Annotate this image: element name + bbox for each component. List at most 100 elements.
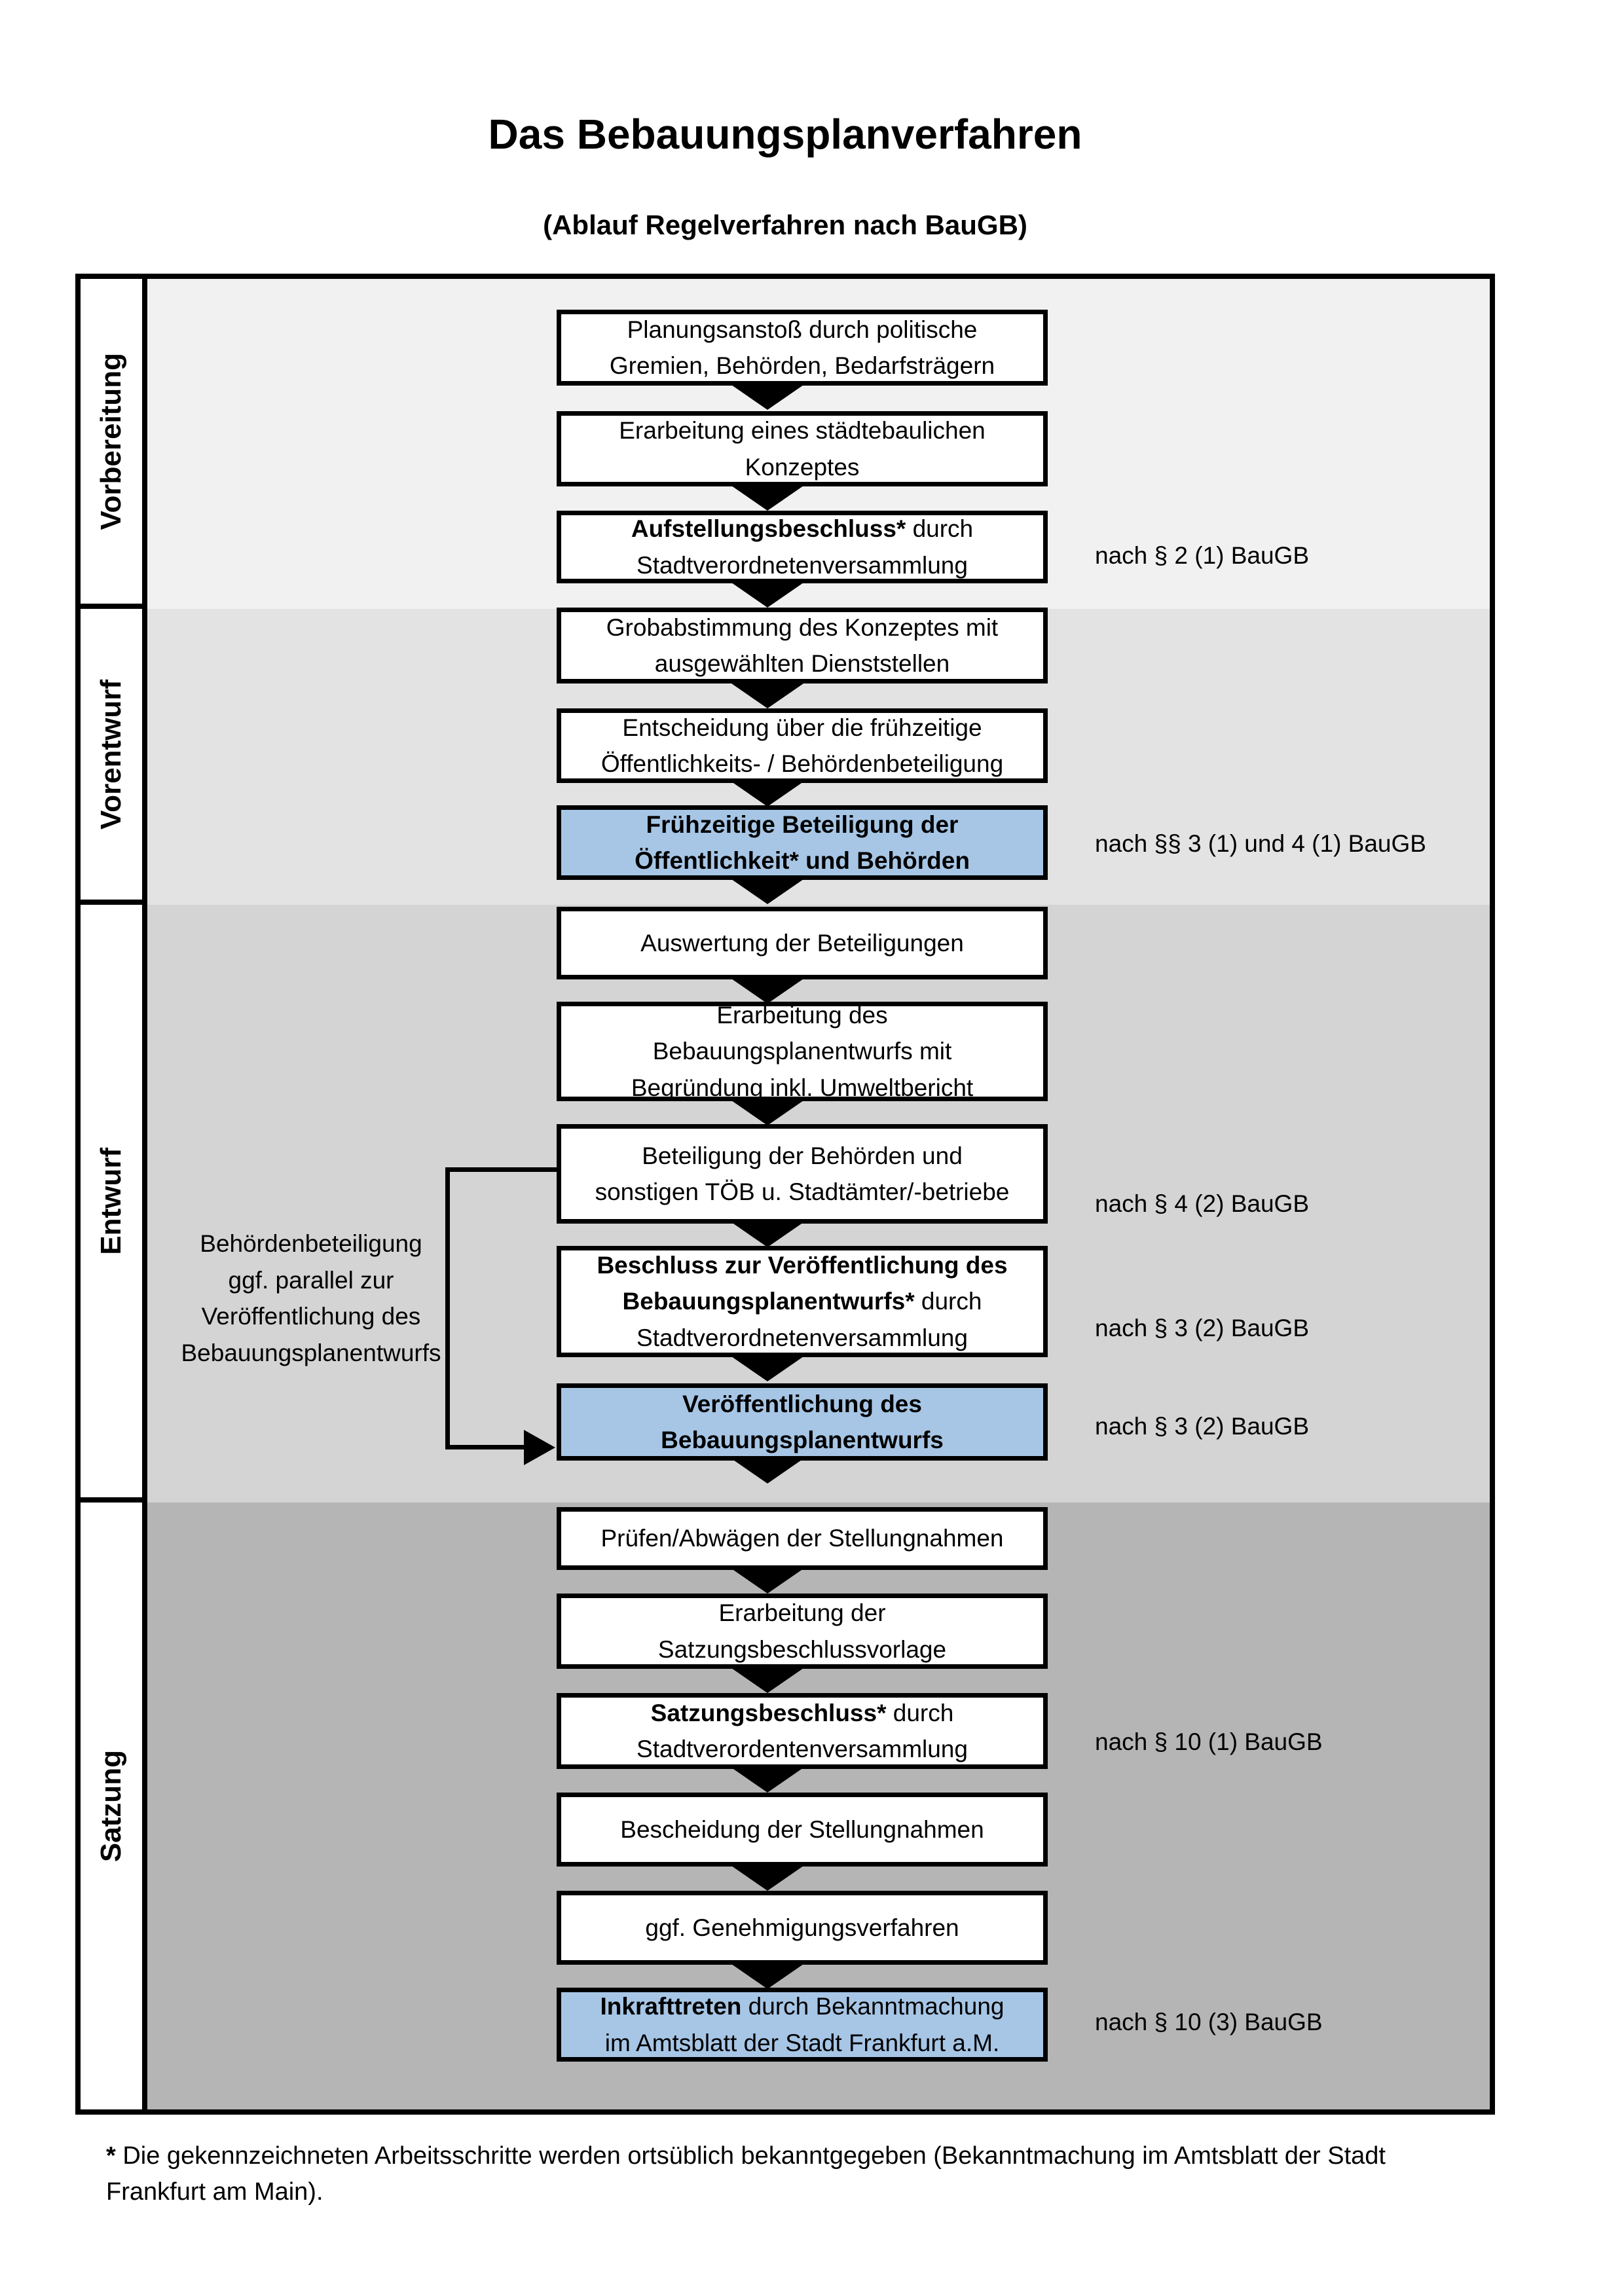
box-text-line: Aufstellungsbeschluss* durch — [631, 511, 973, 547]
box-text-line: Erarbeitung der — [718, 1595, 885, 1631]
arrow-right-icon — [524, 1430, 555, 1465]
box-text-line: Inkrafttreten durch Bekanntmachung — [600, 1988, 1005, 2025]
legal-note: nach § 2 (1) BauGB — [1095, 542, 1310, 569]
box-text-segment: durch — [914, 1288, 982, 1315]
arrow-down-icon — [731, 1768, 803, 1793]
box-text-segment: Grobabstimmung des Konzeptes mit — [606, 613, 999, 641]
box-text-segment: Bescheidung der Stellungnahmen — [620, 1815, 984, 1843]
box-text-line: Begründung inkl. Umweltbericht — [631, 1070, 973, 1106]
box-text-segment: Konzeptes — [745, 453, 860, 481]
box-text-segment: Öffentlichkeits- / Behördenbeteiligung — [600, 750, 1004, 777]
page-subtitle: (Ablauf Regelverfahren nach BauGB) — [543, 210, 1027, 240]
arrow-down-icon — [731, 782, 803, 807]
box-text-line: Frühzeitige Beteiligung der — [646, 807, 959, 843]
box-text-segment: sonstigen TÖB u. Stadtämter/-betriebe — [595, 1178, 1010, 1205]
arrow-down-icon — [731, 1964, 803, 1989]
parallel-participation-note: Behördenbeteiligung ggf. parallel zur Ve… — [181, 1230, 441, 1366]
sidebar-label: Satzung — [95, 1749, 127, 1863]
box-text-line: Bebauungsplanentwurfs* durch — [623, 1283, 982, 1320]
box-text-line: Bescheidung der Stellungnahmen — [620, 1812, 984, 1848]
box-text-segment: Planungsanstoß durch politische — [627, 316, 978, 343]
box-text-line: Entscheidung über die frühzeitige — [622, 710, 982, 746]
bracket-line-top — [445, 1167, 557, 1172]
box-text-line: Auswertung der Beteiligungen — [640, 925, 964, 962]
box-text-segment: Stadtverordnetenversammlung — [637, 1324, 968, 1351]
box-text-line: Stadtverordentenversammlung — [637, 1731, 968, 1768]
sidebar-section-satzung: Satzung — [81, 1503, 142, 2109]
box-text-segment: Bebauungsplanentwurfs* — [622, 1288, 915, 1315]
box-text-segment: Satzungsbeschluss* — [650, 1699, 887, 1726]
box-text-line: Satzungsbeschlussvorlage — [658, 1631, 946, 1668]
box-text-line: Prüfen/Abwägen der Stellungnahmen — [600, 1520, 1003, 1557]
page-title: Das Bebauungsplanverfahren — [488, 111, 1082, 158]
box-text-segment: Begründung inkl. Umweltbericht — [631, 1074, 974, 1101]
arrow-down-icon — [731, 385, 803, 410]
box-text-line: im Amtsblatt der Stadt Frankfurt a.M. — [605, 2025, 999, 2062]
pruefen-abwaegen-box: Prüfen/Abwägen der Stellungnahmen — [557, 1507, 1048, 1570]
box-text-line: Stadtverordnetenversammlung — [637, 547, 968, 584]
sidebar-section-entwurf: Entwurf — [81, 905, 142, 1503]
box-text-line: sonstigen TÖB u. Stadtämter/-betriebe — [595, 1174, 1010, 1211]
box-text-line: Öffentlichkeits- / Behördenbeteiligung — [601, 746, 1003, 782]
sidebar-label: Vorbereitung — [95, 352, 127, 530]
box-text-segment: Satzungsbeschlussvorlage — [657, 1635, 947, 1663]
arrow-down-icon — [731, 979, 803, 1004]
box-text-segment: durch Bekanntmachung — [741, 1993, 1005, 2020]
arrow-down-icon — [731, 583, 803, 608]
box-text-line: Planungsanstoß durch politische — [627, 312, 978, 348]
box-text-line: Beschluss zur Veröffentlichung des — [597, 1247, 1007, 1284]
box-text-line: Satzungsbeschluss* durch — [651, 1695, 954, 1732]
inkrafttreten-box: Inkrafttreten durch Bekanntmachung im Amt… — [557, 1988, 1048, 2062]
box-text-segment: Stadtverordnetenversammlung — [637, 551, 968, 579]
behoerdenbeteiligung-box: Beteiligung der Behörden und sonstigen TÖ… — [557, 1124, 1048, 1224]
arrow-down-icon — [731, 1569, 803, 1594]
box-text-segment: Erarbeitung des — [716, 1001, 888, 1029]
sidebar-section-vorbereitung: Vorbereitung — [81, 279, 142, 609]
arrow-down-icon — [731, 1101, 803, 1125]
box-text-segment: Gremien, Behörden, Bedarfsträgern — [609, 352, 995, 379]
footnote: * Die gekennzeichneten Arbeitsschritte w… — [106, 2138, 1560, 2210]
legal-note: nach § 3 (2) BauGB — [1095, 1315, 1310, 1341]
box-text-segment: Entscheidung über die frühzeitige — [622, 714, 982, 741]
sidebar-divider-line — [142, 274, 147, 2115]
bracket-line-vertical — [445, 1167, 450, 1449]
box-text-line: Bebauungsplanentwurfs mit — [653, 1033, 952, 1070]
genehmigungsverfahren-box: ggf. Genehmigungsverfahren — [557, 1891, 1048, 1965]
auswertung-box: Auswertung der Beteiligungen — [557, 907, 1048, 979]
box-text-segment: Öffentlichkeit* und Behörden — [635, 847, 970, 874]
box-text-segment: Inkrafttreten — [600, 1993, 742, 2020]
footnote-text: Die gekennzeichneten Arbeitsschritte wer… — [106, 2142, 1386, 2206]
box-text-line: Stadtverordnetenversammlung — [637, 1320, 968, 1357]
box-text-line: Erarbeitung eines städtebaulichen — [619, 412, 986, 449]
arrow-down-icon — [731, 1357, 803, 1381]
box-text-segment: ausgewählten Dienststellen — [654, 650, 950, 677]
box-text-line: ggf. Genehmigungsverfahren — [645, 1910, 959, 1946]
legal-note: nach § 4 (2) BauGB — [1095, 1190, 1310, 1217]
arrow-down-icon — [731, 486, 803, 511]
bescheidung-box: Bescheidung der Stellungnahmen — [557, 1793, 1048, 1867]
box-text-segment: im Amtsblatt der Stadt Frankfurt a.M. — [604, 2029, 1000, 2056]
box-text-segment: Beschluss zur Veröffentlichung des — [597, 1251, 1008, 1279]
box-text-line: Grobabstimmung des Konzeptes mit — [606, 610, 998, 646]
box-text-segment: durch — [906, 515, 974, 542]
arrow-down-icon — [731, 683, 803, 708]
box-text-segment: Erarbeitung der — [718, 1599, 886, 1626]
box-text-line: ausgewählten Dienststellen — [655, 646, 950, 682]
arrow-down-icon — [731, 879, 803, 904]
arrow-down-icon — [731, 1222, 803, 1247]
bracket-line-bottom — [448, 1445, 528, 1449]
box-text-line: Bebauungsplanentwurfs — [661, 1422, 944, 1459]
box-text-line: Beteiligung der Behörden und — [642, 1138, 963, 1175]
arrow-down-icon — [731, 1459, 803, 1484]
legal-note: nach §§ 3 (1) und 4 (1) BauGB — [1095, 830, 1426, 857]
